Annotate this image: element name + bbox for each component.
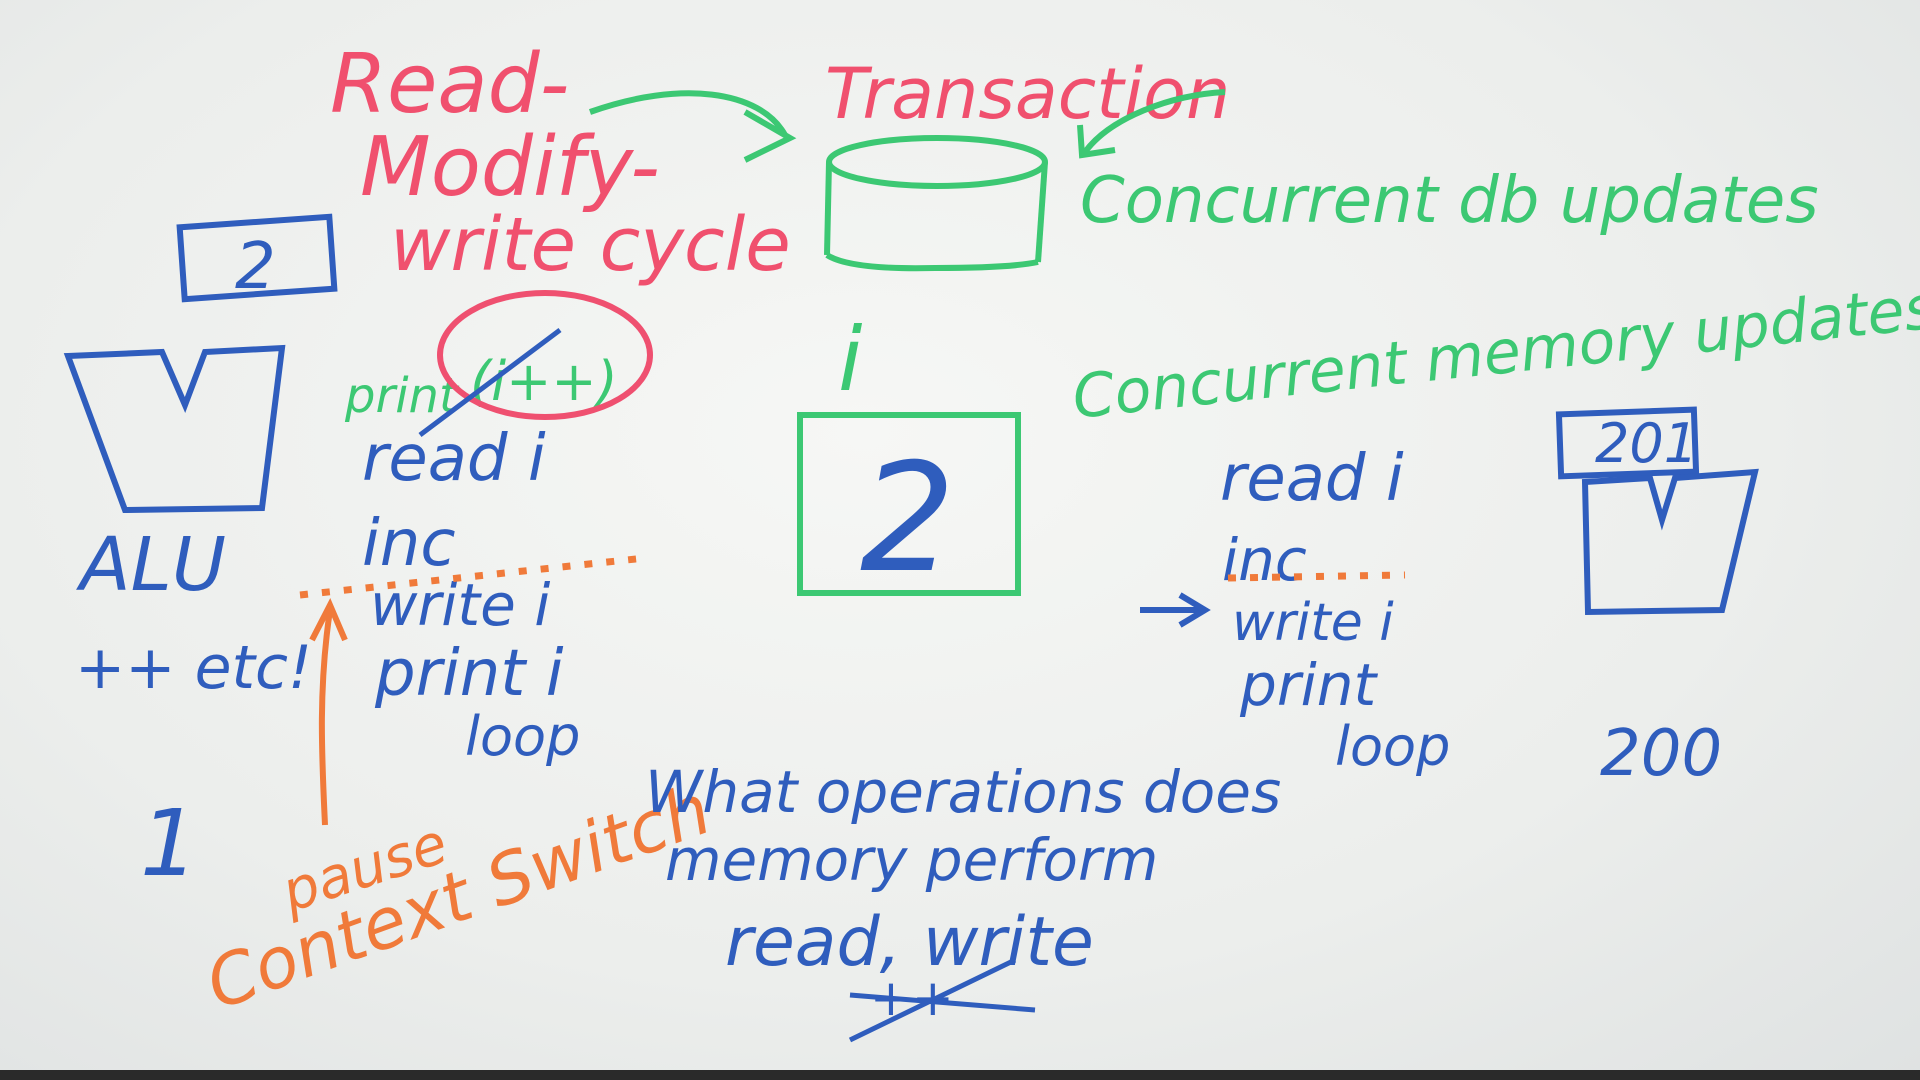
question-line: What operations does — [645, 758, 1281, 826]
arrow-head-icon — [1178, 592, 1211, 628]
arrow-to-db — [588, 90, 788, 137]
left-code-line: print i — [374, 637, 564, 711]
right-code-line: print — [1239, 651, 1379, 719]
database-icon — [824, 135, 1048, 272]
right-code-line: write i — [1232, 593, 1394, 653]
left-code-line: inc — [362, 507, 456, 581]
alu-label: ALU — [76, 522, 226, 608]
left-count: 1 — [140, 790, 199, 897]
transaction-label: Transaction — [825, 53, 1230, 135]
memory-cell-box — [797, 412, 1021, 596]
concurrent-db-label: Concurrent db updates — [1080, 164, 1819, 238]
left-code-line: read i — [362, 422, 546, 496]
strike-line — [418, 328, 562, 437]
context-switch-dashes — [299, 554, 646, 599]
pause-arrow — [318, 609, 333, 826]
title-read: Read- — [330, 37, 569, 132]
left-code-line: loop — [465, 705, 580, 768]
variable-name: i — [838, 308, 863, 411]
highlight-circle — [437, 290, 653, 420]
right-register-box — [1555, 406, 1700, 480]
question-line: memory perform — [665, 826, 1158, 894]
left-register-value: 2 — [235, 230, 276, 304]
board-frame-edge — [0, 1070, 1920, 1080]
crossed-out: ++ — [848, 957, 1036, 1043]
arrow-from-db-updates — [1082, 89, 1226, 154]
arrow-head-icon — [309, 597, 348, 642]
concurrent-memory-label: Concurrent memory updates — [1069, 273, 1920, 433]
context-switch-label: Context Switch — [196, 768, 721, 1026]
alu-note: ++ etc! — [75, 633, 312, 703]
right-code-line: inc — [1222, 526, 1307, 594]
memory-value: 2 — [860, 432, 955, 606]
right-register-value: 201 — [1595, 412, 1698, 475]
right-alu-shape — [1581, 468, 1759, 616]
left-code-line: write i — [370, 571, 550, 639]
answer-text: read, write — [725, 903, 1094, 982]
right-count: 200 — [1600, 717, 1722, 791]
alu-shape — [63, 344, 286, 514]
right-code-line: read i — [1220, 442, 1404, 516]
title-write-cycle: write cycle — [390, 202, 791, 288]
left-register-box — [176, 213, 338, 303]
title-modify: Modify- — [360, 120, 660, 215]
arrow-head-icon — [1077, 124, 1116, 159]
left-print-keyword: print — [344, 368, 460, 424]
context-switch-dashes — [1227, 571, 1406, 582]
right-code-line: loop — [1335, 715, 1450, 778]
arrow-head-icon — [743, 109, 797, 163]
